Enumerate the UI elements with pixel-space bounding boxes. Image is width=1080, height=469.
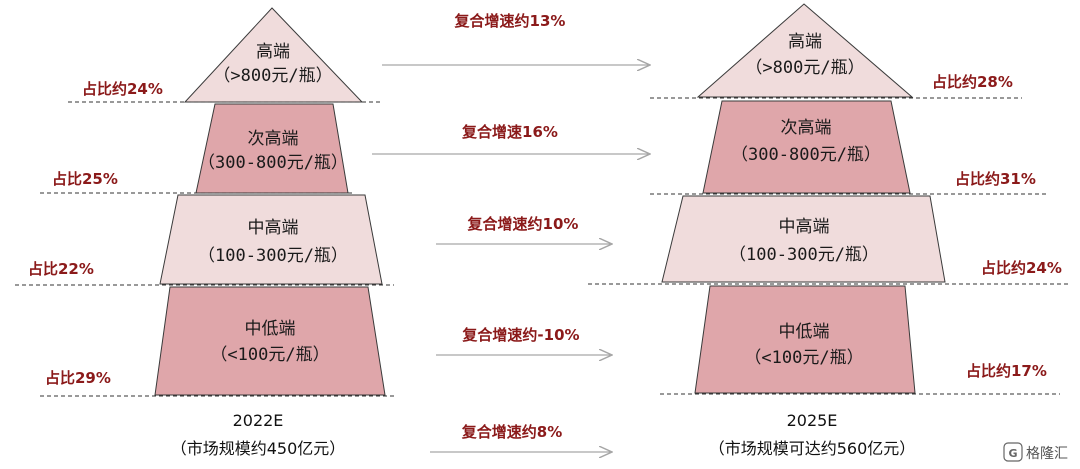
right-tier-high-name: 高端 [788, 32, 822, 52]
left-tier-midhigh-name: 中高端 [248, 218, 299, 238]
left-share-high: 占比约24% [82, 80, 163, 98]
right-tier-midhigh-price: （100-300元/瓶） [729, 245, 879, 265]
left-tier-midlow-price: （<100元/瓶） [210, 345, 329, 365]
growth-label-high: 复合增速约13% [454, 12, 566, 30]
right-year: 2025E [787, 411, 838, 430]
left-tier-high-name: 高端 [256, 42, 290, 62]
right-market-size: （市场规模可达约560亿元） [709, 439, 916, 458]
watermark: G 格隆汇 [1003, 442, 1068, 462]
left-tier-midhigh-price: （100-300元/瓶） [198, 246, 348, 266]
right-tier-midlow [694, 285, 916, 394]
right-tier-submid-price: （300-800元/瓶） [731, 145, 881, 165]
watermark-logo-icon [1003, 442, 1023, 462]
right-share-midhigh: 占比约24% [981, 259, 1062, 277]
left-tier-midlow-name: 中低端 [245, 319, 296, 339]
right-tier-midlow-price: （<100元/瓶） [744, 348, 863, 368]
left-tier-submid-name: 次高端 [248, 129, 299, 149]
left-share-midlow: 占比29% [45, 369, 111, 387]
left-tier-midhigh [159, 194, 383, 285]
left-share-midhigh: 占比22% [28, 260, 94, 278]
right-share-midlow: 占比约17% [966, 362, 1047, 380]
right-share-submid: 占比约31% [955, 170, 1036, 188]
left-tier-midlow [154, 286, 386, 396]
left-share-submid: 占比25% [52, 170, 118, 188]
right-tier-midhigh-name: 中高端 [779, 217, 830, 237]
growth-label-midlow: 复合增速约-10% [461, 326, 579, 344]
right-tier-submid-name: 次高端 [781, 118, 832, 138]
left-tier-submid-price: （300-800元/瓶） [198, 153, 348, 173]
right-tier-high [696, 3, 914, 98]
right-share-high: 占比约28% [932, 73, 1013, 91]
growth-label-midhigh: 复合增速约10% [467, 215, 579, 233]
left-separators [15, 101, 395, 397]
right-tier-midhigh [661, 195, 946, 283]
right-tier-high-price: （>800元/瓶） [745, 58, 864, 78]
growth-arrows [372, 65, 650, 452]
growth-label-total: 复合增速约8% [461, 423, 562, 441]
right-separators [588, 97, 1070, 395]
right-pyramid: 高端 （>800元/瓶） 次高端 （300-800元/瓶） 中高端 （100-3… [661, 3, 946, 394]
watermark-text: 格隆汇 [1026, 446, 1068, 462]
right-tier-submid [702, 100, 911, 194]
left-tier-high-price: （>800元/瓶） [213, 66, 332, 86]
right-tier-midlow-name: 中低端 [779, 322, 830, 342]
growth-label-submid: 复合增速16% [461, 123, 558, 141]
left-year: 2022E [233, 411, 284, 430]
svg-text:G: G [1008, 447, 1017, 460]
left-pyramid: 高端 （>800元/瓶） 次高端 （300-800元/瓶） 中高端 （100-3… [154, 7, 386, 396]
left-market-size: （市场规模约450亿元） [171, 439, 346, 458]
